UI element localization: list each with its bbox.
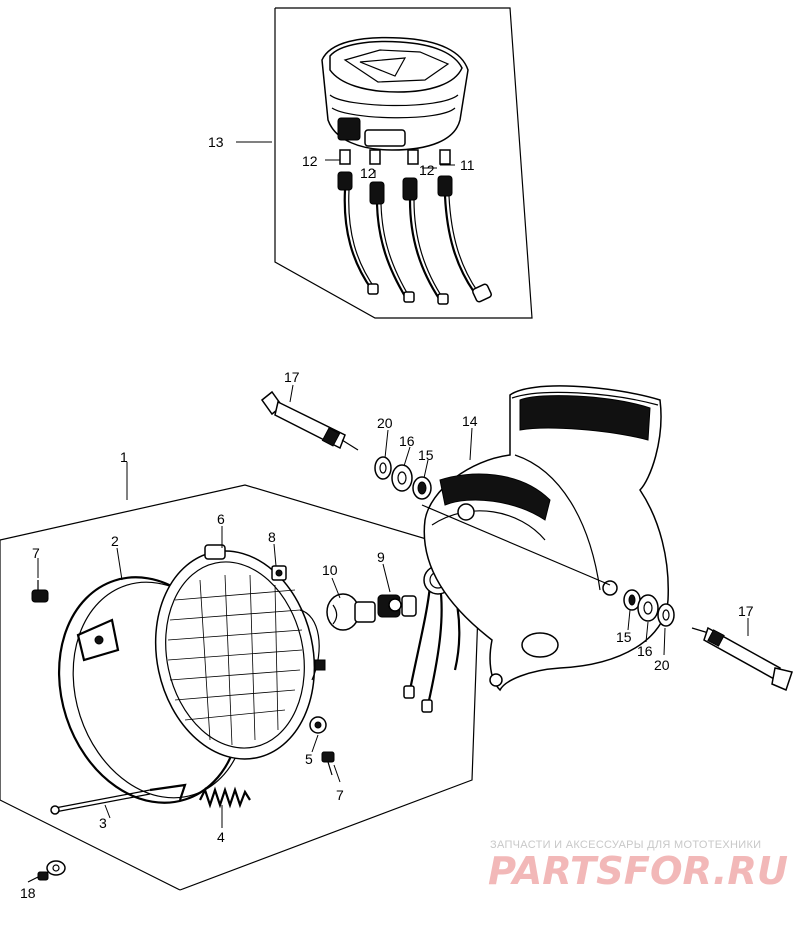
label-16: 16 — [637, 643, 653, 659]
label-2: 2 — [111, 533, 119, 549]
label-12: 12 — [419, 162, 435, 178]
socket — [377, 594, 417, 618]
label-7: 7 — [32, 545, 40, 561]
label-10: 10 — [322, 562, 338, 578]
label-4: 4 — [217, 829, 225, 845]
label-15: 15 — [418, 447, 434, 463]
label-17: 17 — [284, 369, 300, 385]
headlight-unit — [154, 544, 326, 760]
headlight-frame — [0, 484, 481, 891]
label-20: 20 — [654, 657, 670, 673]
washers-right — [623, 589, 675, 627]
headlight-case — [421, 385, 669, 692]
watermark-tagline: ЗАПЧАСТИ И АКСЕССУАРЫ ДЛЯ МОТОТЕХНИКИ — [490, 839, 761, 851]
spring — [199, 786, 251, 809]
label-15: 15 — [616, 629, 632, 645]
label-6: 6 — [217, 511, 225, 527]
part-labels: 13 12 12 12 11 1 2 3 4 5 6 7 7 8 9 10 14… — [20, 134, 754, 901]
label-13: 13 — [208, 134, 224, 150]
label-7: 7 — [336, 787, 344, 803]
watermark-brand: PARTSFOR.RU — [488, 849, 788, 893]
watermark: ЗАПЧАСТИ И АКСЕССУАРЫ ДЛЯ МОТОТЕХНИКИ PA… — [488, 839, 788, 893]
label-5: 5 — [305, 751, 313, 767]
label-9: 9 — [377, 549, 385, 565]
label-18: 18 — [20, 885, 36, 901]
label-17: 17 — [738, 603, 754, 619]
screw-center — [309, 716, 335, 776]
speedometer-inset-frame — [274, 7, 533, 319]
label-14: 14 — [462, 413, 478, 429]
bulb — [326, 593, 376, 631]
bolt-bottom — [27, 860, 66, 883]
label-1: 1 — [120, 449, 128, 465]
washers-top — [374, 456, 432, 500]
screw-left — [31, 580, 49, 603]
label-8: 8 — [268, 529, 276, 545]
mounting-bolt-right — [691, 626, 793, 692]
label-11: 11 — [460, 157, 475, 173]
label-20: 20 — [377, 415, 393, 431]
leader-lines — [37, 141, 749, 828]
label-3: 3 — [99, 815, 107, 831]
adjuster-screw — [50, 789, 151, 815]
nut — [271, 565, 287, 581]
speedometer-assembly — [321, 36, 492, 305]
label-12: 12 — [302, 153, 318, 169]
label-12: 12 — [360, 165, 376, 181]
label-16: 16 — [399, 433, 415, 449]
mounting-bolt-top — [260, 390, 359, 451]
